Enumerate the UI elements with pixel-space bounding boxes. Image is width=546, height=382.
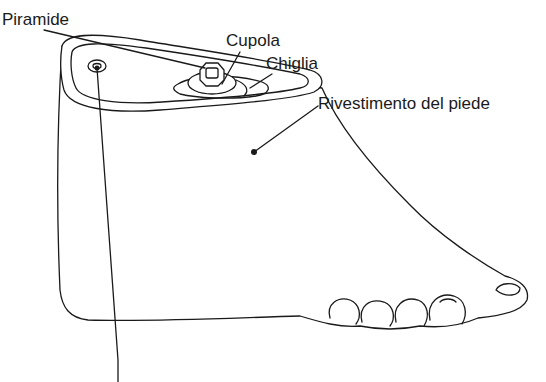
leader-line: [97, 68, 118, 382]
toe-5: [329, 299, 359, 324]
part-label: Cupola: [226, 31, 280, 51]
heel-bolt: [88, 60, 106, 72]
toe-3: [395, 299, 427, 326]
pyramid: [200, 63, 224, 86]
leader-line: [222, 52, 240, 84]
leader-dot: [251, 149, 257, 155]
big-toe-nail: [496, 284, 520, 295]
toe-4: [361, 301, 393, 326]
rim-inner: [71, 44, 308, 103]
toe-nail-2: [440, 299, 456, 302]
part-label: Rivestimento del piede: [318, 94, 490, 114]
leader-line: [44, 30, 205, 68]
keel-line: [236, 80, 247, 96]
part-label: Chiglia: [266, 54, 318, 74]
leader-line: [250, 74, 272, 88]
toe-2: [429, 295, 465, 324]
leader-line: [254, 106, 318, 152]
leader-dot: [95, 66, 100, 71]
pyramid-top: [206, 68, 218, 78]
part-label: Piramide: [2, 10, 69, 30]
